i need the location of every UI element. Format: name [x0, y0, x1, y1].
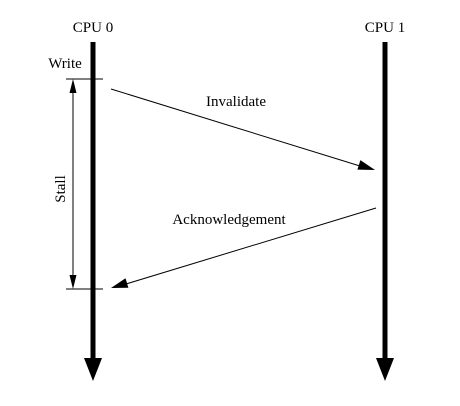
- stall-bracket-top-arrowhead: [69, 79, 77, 93]
- invalidate-label: Invalidate: [206, 94, 266, 110]
- write-label: Write: [48, 56, 82, 72]
- cpu1-label: CPU 1: [365, 20, 405, 36]
- cpu1-timeline-arrowhead: [376, 358, 394, 381]
- stall-label: Stall: [53, 175, 69, 203]
- cpu0-timeline-arrowhead: [84, 358, 102, 381]
- invalidate-arrowhead: [357, 160, 375, 170]
- stall-bracket-bottom-arrowhead: [69, 275, 77, 289]
- invalidate-message-arrow: [110, 88, 375, 170]
- stall-bracket: [69, 79, 77, 289]
- acknowledgement-label: Acknowledgement: [172, 212, 286, 228]
- acknowledgement-arrowhead: [111, 278, 129, 288]
- acknowledgement-message-arrow: [111, 207, 377, 288]
- cpu0-label: CPU 0: [73, 20, 113, 36]
- cpu0-timeline: [84, 42, 102, 381]
- cpu1-timeline: [376, 42, 394, 381]
